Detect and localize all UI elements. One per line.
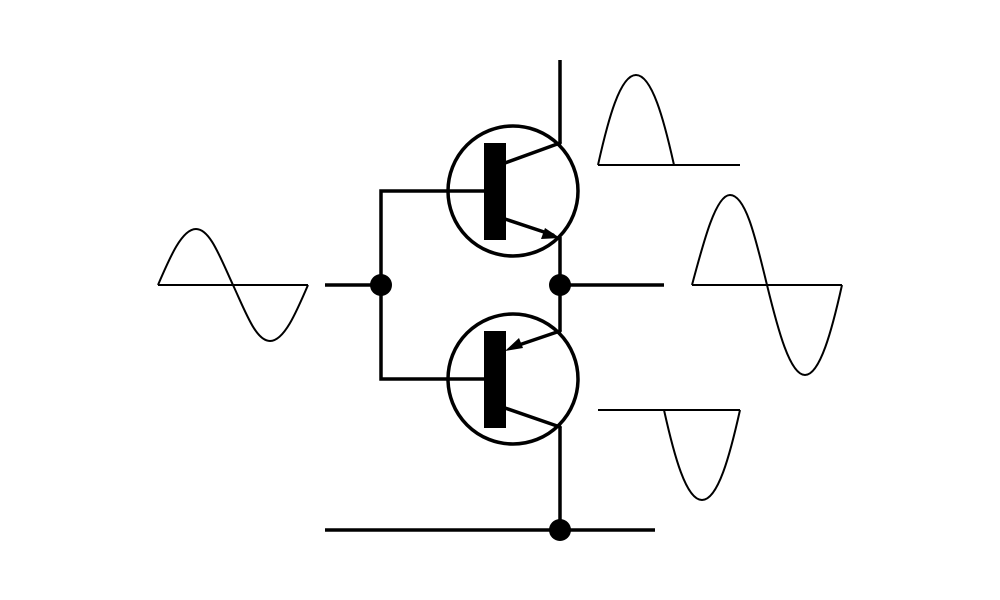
negative-half-wave xyxy=(598,409,741,502)
pnp-collector-lead xyxy=(503,406,562,429)
pnp-emitter-arrow xyxy=(505,338,523,351)
input-wave-curve xyxy=(157,227,309,343)
positive-half-curve xyxy=(597,73,675,166)
input-sine-wave xyxy=(157,227,309,343)
ground-junction xyxy=(549,519,571,541)
pnp-base-bar xyxy=(484,331,506,428)
npn-collector-lead xyxy=(503,141,562,165)
output-sine-wave xyxy=(691,193,843,377)
pnp-transistor xyxy=(446,312,580,446)
npn-transistor xyxy=(446,124,580,258)
output-wave-curve xyxy=(691,193,843,377)
negative-half-curve xyxy=(663,409,741,502)
positive-half-wave xyxy=(597,73,740,166)
npn-base-bar xyxy=(484,143,506,240)
npn-emitter-arrow xyxy=(541,228,560,239)
